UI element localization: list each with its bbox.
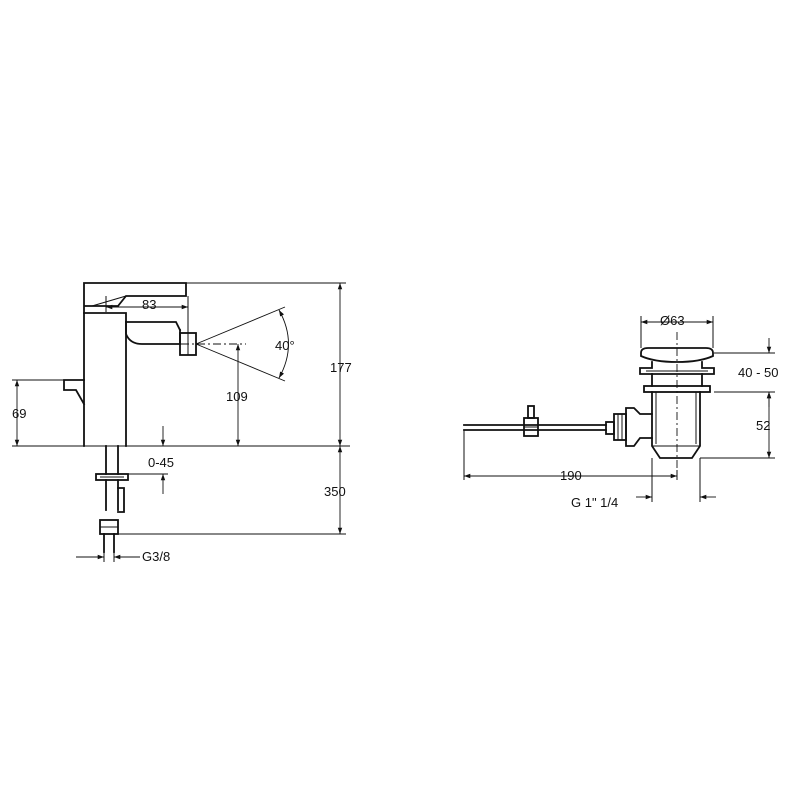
- plug-cap: [640, 347, 714, 363]
- faucet-body: [83, 312, 127, 447]
- nozzle-height-label: 109: [226, 389, 248, 404]
- rod-connector-nut: [613, 413, 627, 441]
- pull-rod-knob: [63, 379, 86, 406]
- deck-thickness-label: 0-45: [148, 455, 174, 470]
- total-height-label: 177: [330, 360, 352, 375]
- spout-arm: [125, 321, 181, 345]
- spout-reach-label: 83: [142, 297, 156, 312]
- spray-angle-label: 40°: [275, 338, 295, 353]
- pull-rod-height-label: 69: [12, 406, 26, 421]
- plug-diameter-label: Ø63: [660, 313, 685, 328]
- side-branch: [625, 407, 653, 447]
- body-height-label: 52: [756, 418, 770, 433]
- faucet-drawing: 40° 83 177 109 69 0-45 350 G3/8: [12, 282, 352, 564]
- connection-thread-label: G3/8: [142, 549, 170, 564]
- rod-length-label: 190: [560, 468, 582, 483]
- fixing-nut: [95, 473, 129, 481]
- lever-handle: [83, 282, 187, 314]
- waste-body: [651, 391, 701, 459]
- outlet-thread-label: G 1" 1/4: [571, 495, 618, 510]
- hose-length-label: 350: [324, 484, 346, 499]
- waste-drawing: Ø63 40 - 50 52 190 G 1" 1/4: [463, 313, 778, 510]
- flange-range-label: 40 - 50: [738, 365, 778, 380]
- flange: [639, 361, 715, 375]
- spray-angle-arc: [278, 309, 289, 379]
